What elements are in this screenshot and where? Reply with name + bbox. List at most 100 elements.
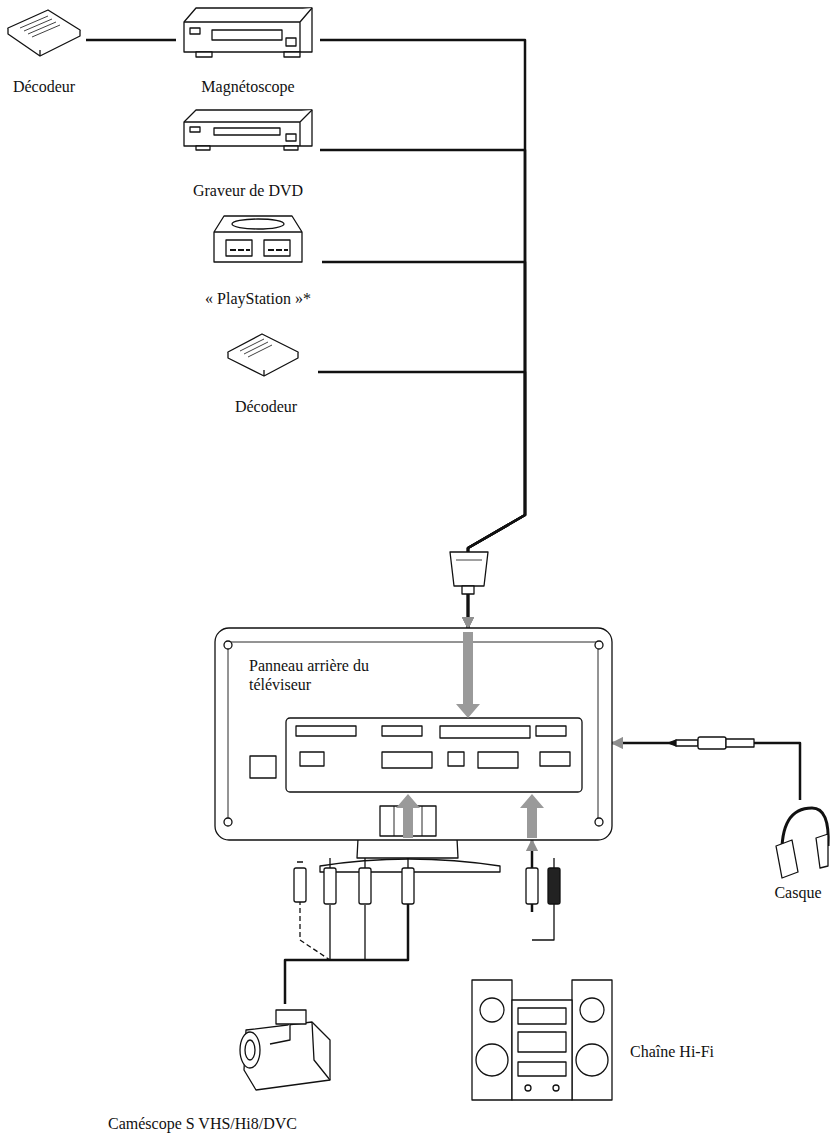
device-label: Graveur de DVD: [176, 181, 320, 200]
drawing-stroke: [324, 868, 336, 904]
drawing-stroke: [518, 1032, 566, 1052]
drawing-stroke: [726, 739, 754, 747]
drawing-stroke: [595, 641, 603, 649]
drawing-stroke: [536, 726, 566, 736]
vcr-icon: [184, 8, 312, 57]
tv-rear-housing: [215, 628, 612, 872]
drawing-stroke: [312, 1022, 330, 1080]
device-label: Caméscope S VHS/Hi8/DVC: [108, 1114, 297, 1133]
device-label: Chaîne Hi-Fi: [630, 1042, 714, 1061]
cable-connector: [318, 372, 525, 628]
cable-connector: [320, 150, 525, 628]
drawing-stroke: [214, 231, 302, 232]
drawing-stroke: [382, 726, 422, 736]
device-node: Graveur de DVD: [176, 104, 320, 200]
drawing-stroke: [294, 868, 306, 902]
drawing-stroke: [190, 28, 200, 34]
scart-plug: [450, 552, 488, 594]
drawing-stroke: [698, 737, 726, 749]
drawing-stroke: [580, 998, 604, 1022]
headphones-icon: [776, 808, 828, 878]
cable-connector: [320, 40, 525, 628]
drawing-stroke: [228, 642, 598, 826]
drawing-stroke: [300, 900, 330, 960]
drawing-stroke: [284, 146, 298, 150]
drawing-stroke: [8, 8, 828, 1100]
device-label: Panneau arrière du téléviseur: [249, 656, 429, 694]
drawing-stroke: [184, 110, 312, 146]
drawing-stroke: [224, 818, 232, 826]
drawing-stroke: [20, 16, 60, 37]
device-node: Panneau arrière du téléviseur: [215, 628, 612, 840]
cable-connector: [612, 743, 800, 800]
device-node: Caméscope S VHS/Hi8/DVC: [104, 1004, 340, 1140]
device-label: Décodeur: [214, 397, 318, 416]
drawing-stroke: [215, 628, 612, 840]
drawing-stroke: [595, 818, 603, 826]
drawing-stroke: [214, 128, 280, 135]
drawing-stroke: [382, 752, 432, 768]
device-label: Casque: [766, 883, 830, 902]
device-label: Décodeur: [2, 77, 86, 96]
device-node: Magnétoscope: [176, 4, 320, 96]
drawing-stroke: [212, 30, 282, 40]
drawing-stroke: [284, 52, 300, 57]
drawing-stroke: [402, 868, 414, 904]
device-node: Décodeur: [214, 326, 318, 416]
drawing-stroke: [296, 726, 356, 736]
drawing-stroke: [240, 339, 272, 357]
drawing-stroke: [245, 1040, 255, 1060]
drawing-stroke: [518, 1008, 566, 1024]
drawing-stroke: [228, 352, 298, 376]
drawing-stroke: [226, 240, 252, 256]
drawing-stroke: [520, 794, 544, 838]
drawing-stroke: [184, 110, 312, 146]
drawing-stroke: [297, 858, 408, 868]
drawing-stroke: [232, 219, 284, 229]
drawing-stroke: [480, 998, 504, 1022]
drawing-stroke: [190, 127, 200, 132]
device-node: Décodeur: [2, 4, 86, 96]
device-node: « PlayStation »*: [194, 210, 322, 308]
drawing-stroke: [286, 38, 296, 46]
drawing-stroke: [330, 905, 408, 960]
hifi-icon: [472, 980, 612, 1100]
dvd-recorder-icon: [184, 110, 312, 150]
drawing-stroke: [196, 52, 212, 57]
drawing-stroke: [518, 1062, 566, 1076]
drawing-stroke: [396, 794, 420, 838]
drawing-stroke: [776, 840, 798, 878]
drawing-stroke: [276, 1010, 306, 1024]
insert-arrow: [396, 632, 544, 838]
drawing-stroke: [540, 752, 570, 766]
drawing-stroke: [184, 8, 312, 52]
drawing-stroke: [286, 718, 582, 792]
drawing-stroke: [214, 216, 302, 262]
drawing-stroke: [359, 868, 371, 904]
drawing-stroke: [576, 1044, 608, 1076]
drawing-stroke: [553, 1085, 559, 1091]
drawing-stroke: [184, 8, 312, 52]
drawing-stroke: [224, 641, 232, 649]
drawing-stroke: [526, 868, 538, 904]
drawing-stroke: [286, 134, 296, 141]
drawing-stroke: [448, 752, 464, 766]
drawing-stroke: [512, 1000, 572, 1100]
drawing-stroke: [532, 858, 554, 940]
drawing-stroke: [478, 752, 518, 768]
rca-plug: [526, 858, 560, 940]
drawing-stroke: [456, 560, 482, 561]
drawing-stroke: [300, 752, 324, 766]
drawing-stroke: [440, 726, 530, 738]
device-label: Magnétoscope: [176, 77, 320, 96]
drawing-stroke: [472, 980, 512, 1100]
drawing-stroke: [263, 370, 264, 376]
drawing-stroke: [250, 756, 276, 778]
drawing-stroke: [456, 632, 480, 718]
drawing-stroke: [525, 1085, 531, 1091]
drawing-stroke: [230, 249, 288, 251]
drawing-stroke: [39, 50, 40, 56]
